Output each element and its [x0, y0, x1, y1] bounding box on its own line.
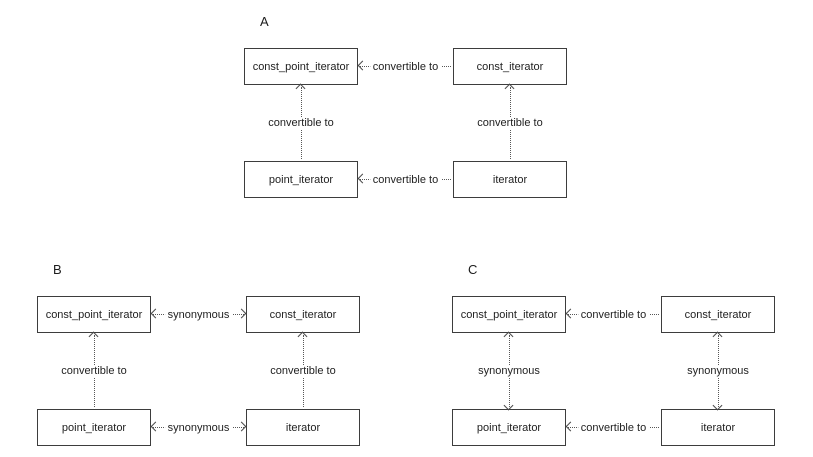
node-iterator: iterator	[661, 409, 775, 446]
edge-left-vertical: convertible to	[261, 83, 341, 161]
edge-right-vertical: convertible to	[470, 83, 550, 161]
arrowhead-up-icon	[88, 331, 99, 342]
node-point-iterator: point_iterator	[244, 161, 358, 198]
node-iterator: iterator	[246, 409, 360, 446]
edge-left-vertical: convertible to	[54, 331, 134, 409]
edge-label: synonymous	[164, 421, 233, 434]
arrowhead-left-icon	[357, 60, 368, 71]
edge-label: convertible to	[577, 421, 650, 434]
node-point-iterator: point_iterator	[37, 409, 151, 446]
edge-right-vertical: convertible to	[263, 331, 343, 409]
diagram-c-label: C	[468, 262, 478, 277]
edge-top-horizontal: synonymous	[150, 296, 247, 333]
arrowhead-up-icon	[712, 331, 723, 342]
edge-label: convertible to	[265, 117, 337, 129]
edge-top-horizontal: convertible to	[565, 296, 661, 333]
edge-label: synonymous	[475, 365, 543, 377]
arrowhead-up-icon	[503, 331, 514, 342]
arrowhead-left-icon	[150, 421, 161, 432]
diagram-a: A const_point_iterator const_iterator po…	[244, 14, 567, 204]
arrowhead-down-icon	[712, 400, 723, 411]
node-const-point-iterator: const_point_iterator	[37, 296, 151, 333]
edge-label: synonymous	[164, 308, 233, 321]
edge-label: convertible to	[474, 117, 546, 129]
arrowhead-up-icon	[295, 83, 306, 94]
arrowhead-up-icon	[297, 331, 308, 342]
node-const-iterator: const_iterator	[246, 296, 360, 333]
edge-label: convertible to	[267, 365, 339, 377]
diagram-b: B const_point_iterator const_iterator po…	[37, 262, 360, 452]
arrowhead-right-icon	[236, 421, 247, 432]
node-point-iterator: point_iterator	[452, 409, 566, 446]
arrowhead-left-icon	[565, 308, 576, 319]
edge-label: convertible to	[369, 60, 442, 73]
node-const-iterator: const_iterator	[661, 296, 775, 333]
diagram-a-label: A	[260, 14, 269, 29]
arrowhead-down-icon	[503, 400, 514, 411]
diagram-c: C const_point_iterator const_iterator po…	[452, 262, 775, 452]
edge-left-vertical: synonymous	[469, 331, 549, 411]
node-const-point-iterator: const_point_iterator	[244, 48, 358, 85]
edge-bottom-horizontal: convertible to	[357, 161, 453, 198]
edge-label: convertible to	[58, 365, 130, 377]
arrowhead-left-icon	[565, 421, 576, 432]
node-const-iterator: const_iterator	[453, 48, 567, 85]
node-iterator: iterator	[453, 161, 567, 198]
edge-label: synonymous	[684, 365, 752, 377]
edge-bottom-horizontal: synonymous	[150, 409, 247, 446]
edge-label: convertible to	[577, 308, 650, 321]
edge-top-horizontal: convertible to	[357, 48, 453, 85]
arrowhead-up-icon	[504, 83, 515, 94]
arrowhead-right-icon	[236, 308, 247, 319]
diagram-b-label: B	[53, 262, 62, 277]
node-const-point-iterator: const_point_iterator	[452, 296, 566, 333]
arrowhead-left-icon	[150, 308, 161, 319]
edge-bottom-horizontal: convertible to	[565, 409, 661, 446]
edge-label: convertible to	[369, 173, 442, 186]
edge-right-vertical: synonymous	[678, 331, 758, 411]
arrowhead-left-icon	[357, 173, 368, 184]
